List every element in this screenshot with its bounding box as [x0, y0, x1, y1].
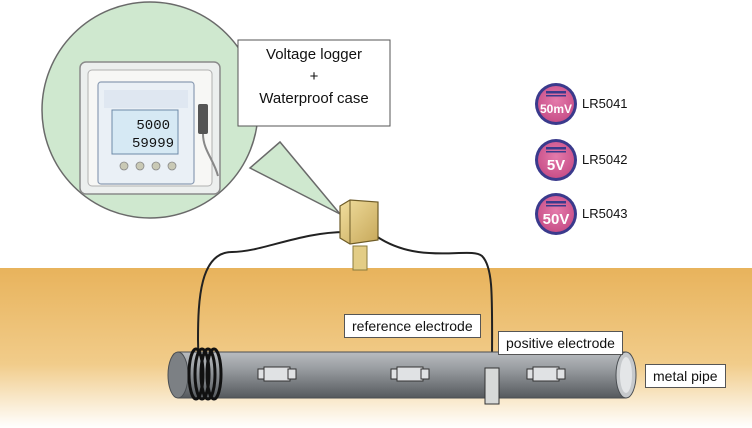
voltage-logger-device: 5000 59999: [79, 61, 221, 195]
callout-text: Voltage logger + Waterproof case: [238, 44, 390, 110]
logger-top-reading: 5000: [136, 118, 170, 134]
pipe-fittings: [257, 366, 566, 382]
model-code-lr5043: LR5043: [582, 206, 628, 221]
coil-wrapping: [187, 347, 223, 401]
callout-line-logger: Voltage logger: [266, 46, 362, 63]
callout-line-plus: +: [309, 68, 319, 85]
model-badge-50mv: 50mV: [535, 83, 577, 125]
badge-range-50mv: 50mV: [540, 102, 572, 116]
positive-electrode-label: positive electrode: [498, 331, 623, 355]
metal-pipe-label: metal pipe: [645, 364, 726, 388]
callout-line-case: Waterproof case: [259, 90, 369, 107]
model-badge-5v: 5V: [535, 139, 577, 181]
badge-range-5v: 5V: [547, 157, 565, 174]
logger-bottom-reading: 59999: [132, 136, 174, 152]
reference-electrode-label: reference electrode: [344, 314, 481, 338]
model-code-lr5041: LR5041: [582, 96, 628, 111]
field-logger-box: [339, 199, 379, 271]
ground-soil: [0, 268, 752, 428]
callout-box: [237, 39, 391, 127]
badge-range-50v: 50V: [543, 211, 570, 228]
model-badge-50v: 50V: [535, 193, 577, 235]
model-code-lr5042: LR5042: [582, 152, 628, 167]
positive-electrode-rod: [484, 367, 500, 405]
